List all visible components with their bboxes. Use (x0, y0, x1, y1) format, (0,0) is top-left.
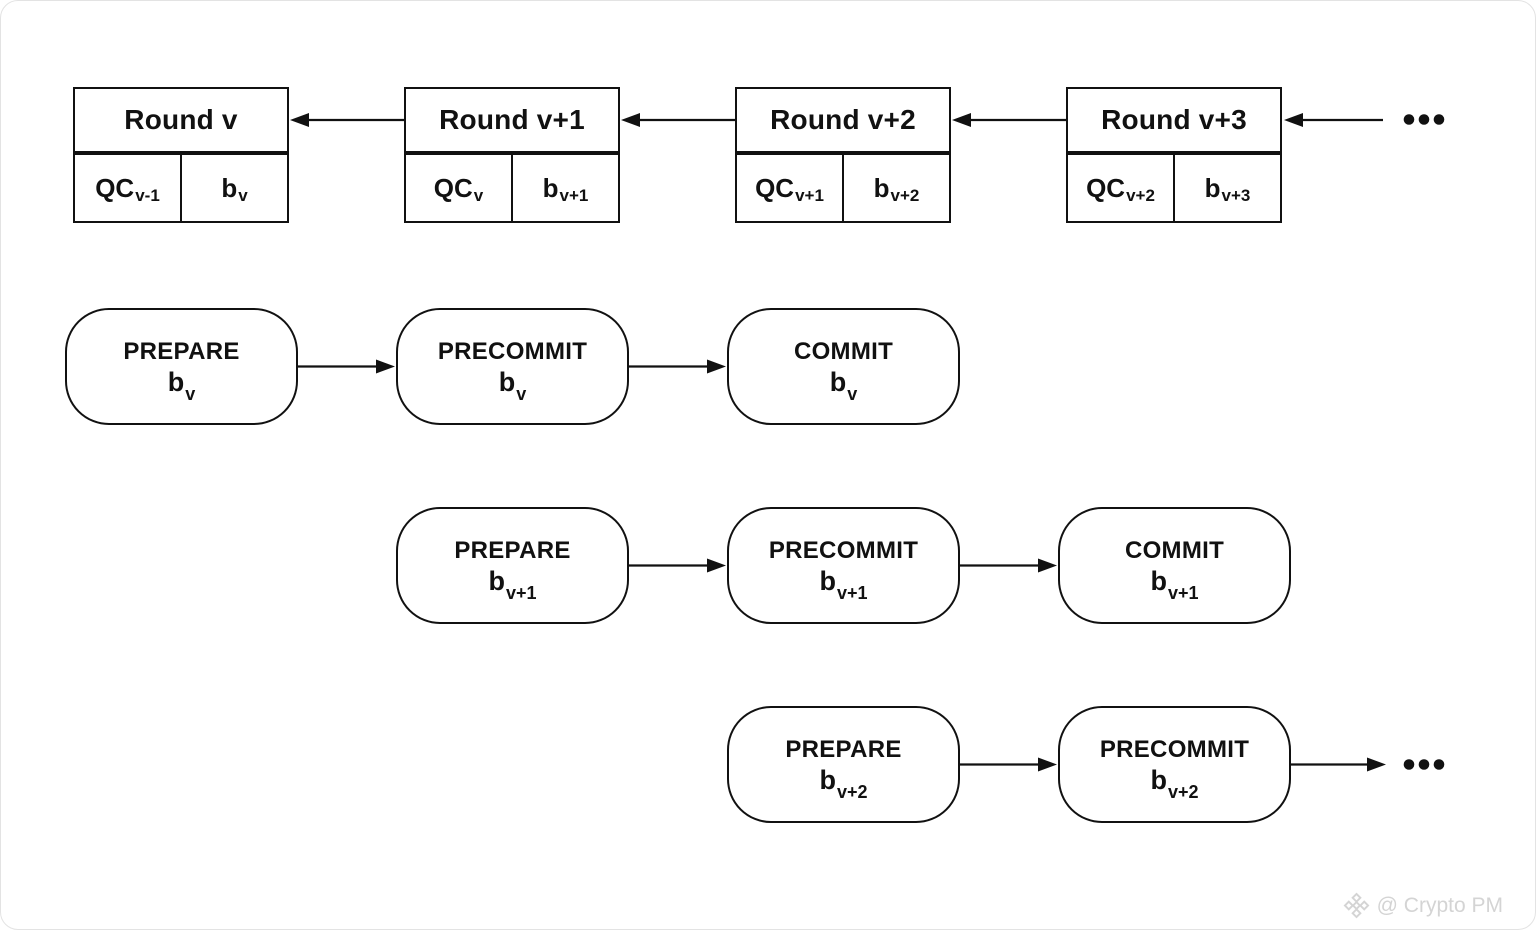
phase-label: COMMIT (793, 337, 894, 365)
arrow-prepare-to-precommit-bv (298, 359, 395, 374)
block-subscript: v (238, 186, 248, 205)
block-subscript: v+1 (1167, 582, 1199, 603)
block-subscript: v+2 (836, 781, 868, 802)
qc-label: QC (433, 172, 473, 203)
block-label: b (167, 366, 185, 397)
arrow-round-v2-to-v1 (621, 113, 735, 127)
block-subscript: v (185, 383, 196, 404)
block-label: b (1204, 172, 1221, 203)
block-label: b (819, 764, 836, 795)
qc-label: QC (1086, 172, 1126, 203)
block-subscript: v (516, 383, 527, 404)
phase-block: bv+1 (1150, 565, 1198, 602)
phase-label: PREPARE (785, 735, 902, 763)
ellipsis-icon (1403, 759, 1445, 770)
phase-block: bv (498, 366, 527, 403)
phase-block: bv+2 (819, 764, 867, 801)
phase-label: PRECOMMIT (768, 536, 919, 564)
block-label: b (1150, 764, 1167, 795)
phase-label: PREPARE (454, 536, 571, 564)
phase-node-prepare-bv2: PREPARE bv+2 (727, 706, 960, 823)
round-title: Round v+2 (737, 89, 949, 153)
arrow-precommit-bv2-to-future (1291, 757, 1386, 772)
block-label: b (829, 366, 847, 397)
phase-block: bv+1 (819, 565, 867, 602)
arrow-prepare-to-precommit-bv1 (629, 558, 726, 573)
phase-node-precommit-bv1: PRECOMMIT bv+1 (727, 507, 960, 624)
arrow-precommit-to-commit-bv (629, 359, 726, 374)
arrow-prepare-to-precommit-bv2 (960, 757, 1057, 772)
qc-label: QC (755, 172, 795, 203)
phase-block: bv+1 (488, 565, 536, 602)
block-label: b (542, 172, 559, 203)
phase-label: PREPARE (123, 337, 240, 365)
qc-subscript: v (473, 186, 484, 205)
phase-node-precommit-bv: PRECOMMIT bv (396, 308, 629, 425)
ellipsis-icon (1403, 114, 1445, 125)
block-subscript: v (847, 383, 858, 404)
phase-label: PRECOMMIT (1099, 735, 1250, 763)
qc-subscript: v-1 (135, 186, 160, 205)
round-title: Round v+3 (1068, 89, 1280, 153)
arrow-precommit-to-commit-bv1 (960, 558, 1057, 573)
phase-node-commit-bv1: COMMIT bv+1 (1058, 507, 1291, 624)
phase-block: bv (829, 366, 858, 403)
block-subscript: v+3 (1221, 186, 1251, 205)
arrow-round-v1-to-v (290, 113, 404, 127)
block-label: b (221, 172, 238, 203)
phase-block: bv+2 (1150, 764, 1198, 801)
phase-node-prepare-bv1: PREPARE bv+1 (396, 507, 629, 624)
binance-diamond-icon (1343, 892, 1370, 919)
phase-node-precommit-bv2: PRECOMMIT bv+2 (1058, 706, 1291, 823)
qc-subscript: v+1 (795, 186, 824, 205)
block-label: b (498, 366, 516, 397)
watermark-text: @ Crypto PM (1376, 893, 1503, 917)
round-title: Round v+1 (406, 89, 618, 153)
qc-label: QC (95, 172, 135, 203)
qc-subscript: v+2 (1126, 186, 1155, 205)
block-label: b (488, 565, 505, 596)
phase-label: PRECOMMIT (437, 337, 588, 365)
watermark: @ Crypto PM (1343, 892, 1503, 919)
phase-node-commit-bv: COMMIT bv (727, 308, 960, 425)
round-title: Round v (75, 89, 287, 153)
block-subscript: v+1 (505, 582, 537, 603)
block-subscript: v+2 (890, 186, 920, 205)
block-label: b (873, 172, 890, 203)
block-subscript: v+1 (836, 582, 868, 603)
phase-block: bv (167, 366, 196, 403)
phase-node-prepare-bv: PREPARE bv (65, 308, 298, 425)
arrow-future-to-round-v3 (1284, 113, 1383, 127)
block-label: b (819, 565, 836, 596)
block-label: b (1150, 565, 1167, 596)
block-subscript: v+2 (1167, 781, 1199, 802)
block-subscript: v+1 (559, 186, 589, 205)
phase-label: COMMIT (1124, 536, 1225, 564)
arrow-round-v3-to-v2 (952, 113, 1066, 127)
